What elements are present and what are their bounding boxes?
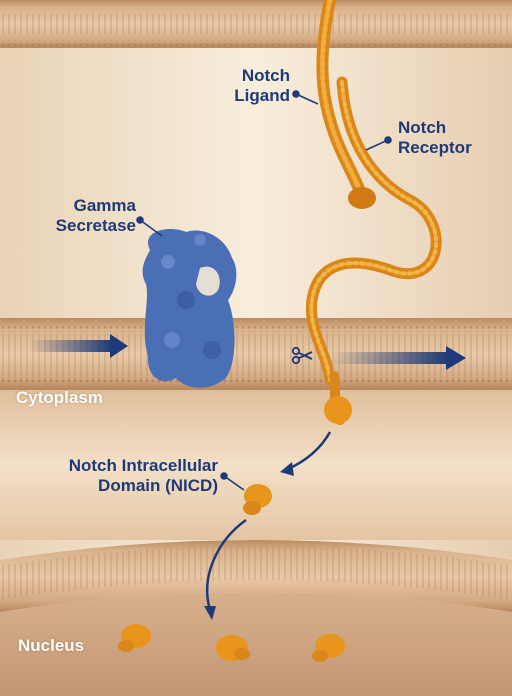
scissors-icon	[291, 346, 313, 365]
gamma-secretase-label-line1: Gamma	[73, 196, 136, 215]
arrow-to-nucleus	[205, 518, 247, 611]
nicd-label-line2: Domain (NICD)	[98, 476, 218, 495]
nicd-label-line1: Notch Intracellular	[68, 456, 218, 475]
gamma-secretase-label: Gamma Secretase	[40, 196, 136, 236]
arrow-to-nucleus-head	[204, 606, 216, 620]
notch-receptor-label-line2: Receptor	[398, 138, 472, 157]
nuclear-nicd-3	[312, 634, 345, 662]
leader-lines	[136, 90, 392, 491]
notch-ligand-label: Notch Ligand	[228, 66, 290, 106]
nuclear-membrane	[0, 540, 512, 612]
nicd-shape	[243, 484, 272, 515]
cytoplasm-region	[0, 390, 512, 540]
nuclear-nicd-1	[118, 624, 151, 652]
notch-ligand-texture	[319, 0, 365, 199]
notch-receptor-label: Notch Receptor	[398, 118, 472, 158]
nucleus-label: Nucleus	[18, 636, 85, 655]
cytoplasm-label: Cytoplasm	[16, 388, 103, 407]
top-membrane	[0, 0, 512, 48]
notch-ligand-tip	[348, 187, 376, 209]
notch-ligand-label-line1: Notch	[241, 66, 290, 85]
arrow-to-nicd-head	[280, 462, 294, 476]
notch-receptor-texture	[309, 80, 439, 382]
nuclear-nicd-2	[216, 635, 250, 661]
gamma-secretase-label-line2: Secretase	[55, 216, 136, 235]
cleaved-fragment-blob	[324, 396, 352, 424]
notch-receptor-label-line1: Notch	[398, 118, 447, 137]
nicd-label: Notch Intracellular Domain (NICD)	[20, 456, 218, 496]
right-arrow	[330, 346, 466, 370]
left-arrow	[30, 334, 128, 358]
nucleus-region	[0, 592, 512, 696]
gamma-secretase-shape	[142, 229, 237, 388]
notch-ligand-label-line2: Ligand	[234, 86, 290, 105]
